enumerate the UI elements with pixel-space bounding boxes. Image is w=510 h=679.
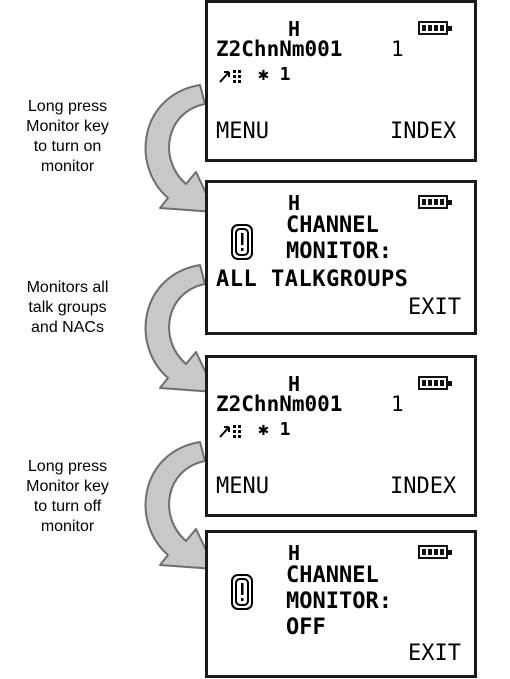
- battery-icon: [418, 195, 452, 209]
- battery-icon: [418, 376, 452, 390]
- curved-arrow-icon: [144, 441, 216, 570]
- softkey-menu: MENU: [216, 119, 269, 144]
- caption-line: to turn on: [33, 138, 102, 155]
- caption-line: and NACs: [31, 319, 104, 336]
- channel-number: 1: [391, 37, 404, 61]
- softkey-menu: MENU: [216, 474, 269, 499]
- monitor-line-1: CHANNEL: [286, 563, 379, 588]
- battery-icon: [418, 545, 452, 559]
- signal-scan-icon: [219, 70, 241, 83]
- caption-turn-off-monitor: Long press Monitor key to turn off monit…: [0, 457, 135, 537]
- caption-line: talk groups: [28, 299, 107, 316]
- power-level: H: [288, 17, 301, 41]
- channel-number: 1: [391, 392, 404, 416]
- softkey-exit: EXIT: [408, 641, 461, 666]
- power-level: H: [288, 372, 301, 396]
- softkey-index: INDEX: [390, 474, 457, 499]
- radio-screen-channel: H Z2ChnNm001 1 ✱ 1 MENU INDEX: [205, 355, 477, 517]
- caption-line: Monitor key: [26, 118, 109, 135]
- monitor-line-2: MONITOR:: [286, 589, 392, 614]
- caption-line: to turn off: [33, 498, 102, 515]
- curved-arrow-icon: [144, 84, 216, 213]
- status-indicator: ✱ 1: [258, 419, 291, 440]
- caption-line: monitor: [40, 158, 95, 175]
- caption-line: Long press: [27, 98, 108, 115]
- monitor-line-3: OFF: [286, 615, 326, 640]
- battery-icon: [418, 21, 452, 35]
- softkey-exit: EXIT: [408, 295, 461, 320]
- power-level: H: [288, 541, 301, 565]
- monitor-line-3: ALL TALKGROUPS: [216, 267, 409, 292]
- caption-turn-on-monitor: Long press Monitor key to turn on monito…: [0, 97, 135, 177]
- radio-screen-monitor: H CHANNEL MONITOR: ALL TALKGROUPS EXIT: [205, 180, 477, 335]
- caption-line: Long press: [27, 458, 108, 475]
- curved-arrow-icon: [144, 264, 216, 393]
- caption-line: Monitors all: [26, 279, 109, 296]
- power-level: H: [288, 191, 301, 215]
- caption-monitors-all: Monitors all talk groups and NACs: [0, 278, 135, 338]
- caption-line: monitor: [40, 518, 95, 535]
- monitor-icon: [231, 574, 253, 610]
- monitor-icon: [231, 224, 253, 260]
- monitor-line-2: MONITOR:: [286, 239, 392, 264]
- signal-scan-icon: [219, 425, 241, 438]
- channel-name: Z2ChnNm001: [216, 392, 343, 416]
- channel-name: Z2ChnNm001: [216, 37, 343, 61]
- radio-screen-monitor-off: H CHANNEL MONITOR: OFF EXIT: [205, 530, 477, 678]
- status-indicator: ✱ 1: [258, 64, 291, 85]
- softkey-index: INDEX: [390, 119, 457, 144]
- radio-screen-channel: H Z2ChnNm001 1 ✱ 1 MENU INDEX: [205, 0, 477, 162]
- monitor-line-1: CHANNEL: [286, 213, 379, 238]
- caption-line: Monitor key: [26, 478, 109, 495]
